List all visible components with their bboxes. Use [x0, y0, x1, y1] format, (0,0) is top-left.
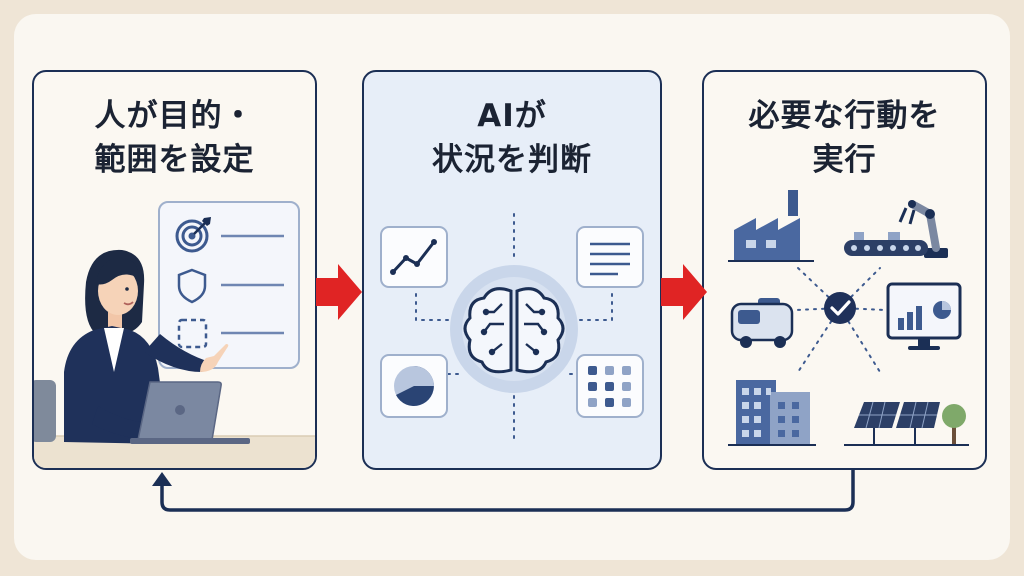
step-1-title: 人が目的・ 範囲を設定	[34, 94, 315, 182]
factory-icon	[728, 190, 814, 262]
checklist-card	[34, 201, 315, 468]
step-3-title: 必要な行動を 実行	[704, 94, 985, 182]
step-panel-set-goals: 人が目的・ 範囲を設定	[32, 70, 317, 470]
arrow-step-1-to-2	[316, 264, 362, 320]
person-with-laptop-icon	[34, 249, 250, 444]
grid-dots-icon	[576, 354, 644, 418]
brain-circuit-icon	[450, 265, 578, 393]
step-2-title: AIが 状況を判断	[364, 94, 660, 182]
office-building-icon	[728, 380, 816, 446]
step-2-title-line-1: AIが	[477, 98, 547, 134]
delivery-vehicle-icon	[730, 298, 794, 348]
robot-arm-conveyor-icon	[844, 200, 948, 258]
ai-analysis-graphic	[380, 213, 644, 443]
step-3-title-line-1: 必要な行動を	[748, 98, 941, 134]
dashed-square-icon	[177, 318, 208, 349]
check-circle-icon	[824, 292, 856, 324]
monitor-chart-icon	[886, 282, 962, 350]
arrow-step-2-to-3	[661, 264, 707, 320]
step-3-title-line-2: 実行	[812, 142, 877, 178]
line-chart-icon	[380, 226, 448, 288]
step-1-title-line-1: 人が目的・	[94, 98, 255, 134]
target-icon	[175, 217, 211, 253]
solar-panel-icon	[844, 401, 969, 446]
step-panel-ai-judges: AIが 状況を判断	[362, 70, 662, 470]
document-lines-icon	[576, 226, 644, 288]
step-2-title-line-2: 状況を判断	[432, 142, 592, 178]
action-targets-graphic	[728, 190, 969, 446]
pie-chart-icon	[380, 354, 448, 418]
shield-icon	[177, 268, 207, 304]
step-1-title-line-2: 範囲を設定	[94, 142, 255, 178]
step-panel-execute-actions: 必要な行動を 実行	[702, 70, 987, 470]
